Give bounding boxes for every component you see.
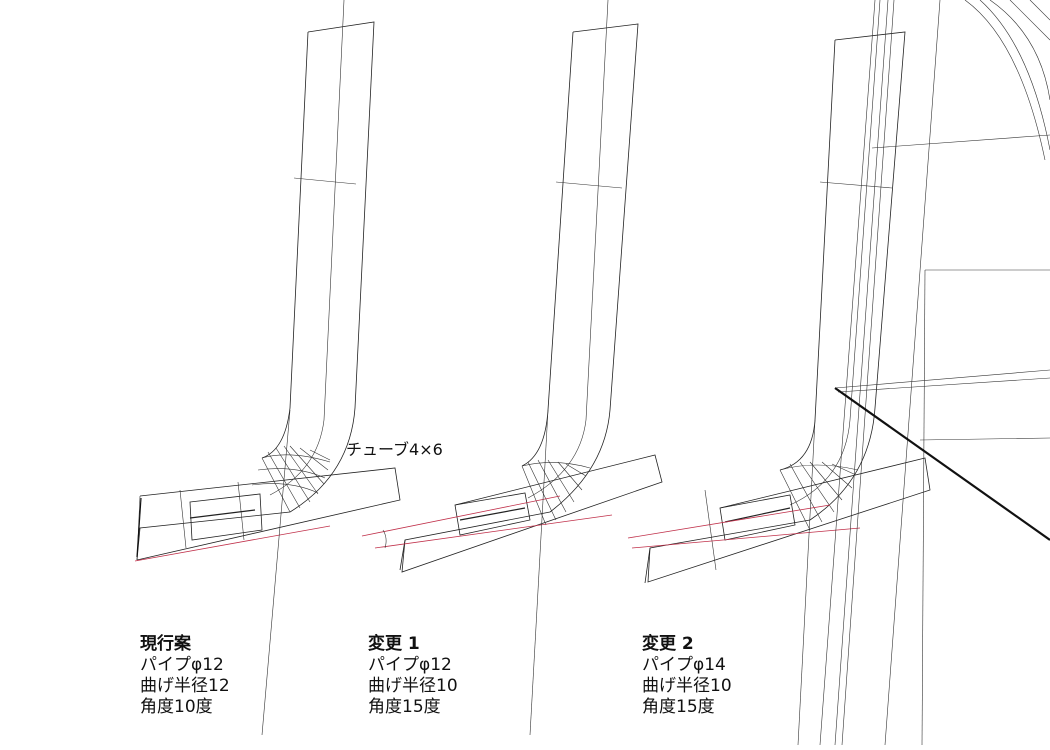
variant-angle: 角度15度 (368, 697, 441, 717)
adjacent-structure (834, 0, 1050, 746)
tube-label: チューブ4×6 (346, 440, 443, 459)
variant-title: 変更 2 (642, 634, 694, 654)
variant-title: 現行案 (140, 634, 191, 654)
variant-pipe: パイプφ12 (368, 655, 452, 675)
variant-title: 変更 1 (368, 634, 420, 654)
variant-pipe: パイプφ12 (140, 655, 224, 675)
variant-1-label: 変更 1 パイプφ12 曲げ半径10 角度15度 (368, 634, 458, 718)
variant-pipe: パイプφ14 (642, 655, 726, 675)
pipe-variant-3 (627, 0, 941, 746)
variant-angle: 角度15度 (642, 697, 715, 717)
variant-bend-radius: 曲げ半径10 (368, 676, 458, 696)
variant-angle: 角度10度 (140, 697, 213, 717)
variant-bend-radius: 曲げ半径10 (642, 676, 732, 696)
variant-current-label: 現行案 パイプφ12 曲げ半径12 角度10度 (140, 634, 230, 718)
pipe-current (134, 0, 401, 736)
pipe-variant-1 (361, 0, 663, 736)
variant-2-label: 変更 2 パイプφ14 曲げ半径10 角度15度 (642, 634, 732, 718)
variant-bend-radius: 曲げ半径12 (140, 676, 230, 696)
